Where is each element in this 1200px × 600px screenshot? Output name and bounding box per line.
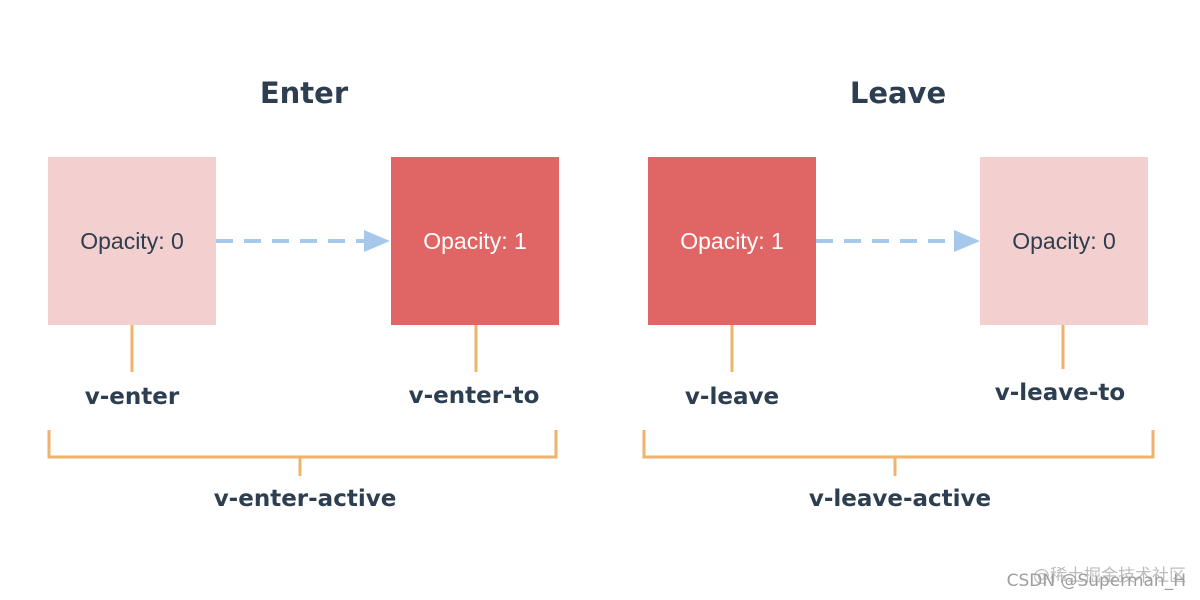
leave-active-label: v-leave-active	[809, 486, 991, 512]
enter-end-box-text: Opacity: 1	[423, 228, 527, 254]
leave-active-bracket	[642, 430, 1155, 476]
leave-start-box	[648, 157, 816, 325]
leave-title: Leave	[850, 76, 946, 110]
leave-arrow-head-icon	[954, 230, 980, 252]
enter-start-label: v-enter	[85, 384, 180, 410]
leave-start-label: v-leave	[685, 384, 779, 410]
enter-end-label: v-enter-to	[409, 383, 540, 409]
leave-end-box	[980, 157, 1148, 325]
enter-active-bracket	[47, 430, 558, 476]
watermark-csdn: CSDN @Superman_H	[1006, 571, 1186, 591]
leave-end-box-text: Opacity: 0	[1012, 228, 1116, 254]
enter-title: Enter	[260, 76, 349, 110]
watermark-juejin: @稀土掘金技术社区	[1033, 566, 1186, 586]
enter-active-label: v-enter-active	[214, 486, 397, 512]
enter-start-box	[48, 157, 216, 325]
leave-section: Leave Opacity: 1 Opacity: 0 v-leave v-le…	[642, 76, 1155, 512]
leave-start-box-text: Opacity: 1	[680, 228, 784, 254]
leave-end-label: v-leave-to	[995, 380, 1125, 406]
enter-arrow-head-icon	[364, 230, 390, 252]
enter-start-box-text: Opacity: 0	[80, 228, 184, 254]
enter-section: Enter Opacity: 0 Opacity: 1 v-enter v-en…	[47, 76, 559, 512]
enter-end-box	[391, 157, 559, 325]
